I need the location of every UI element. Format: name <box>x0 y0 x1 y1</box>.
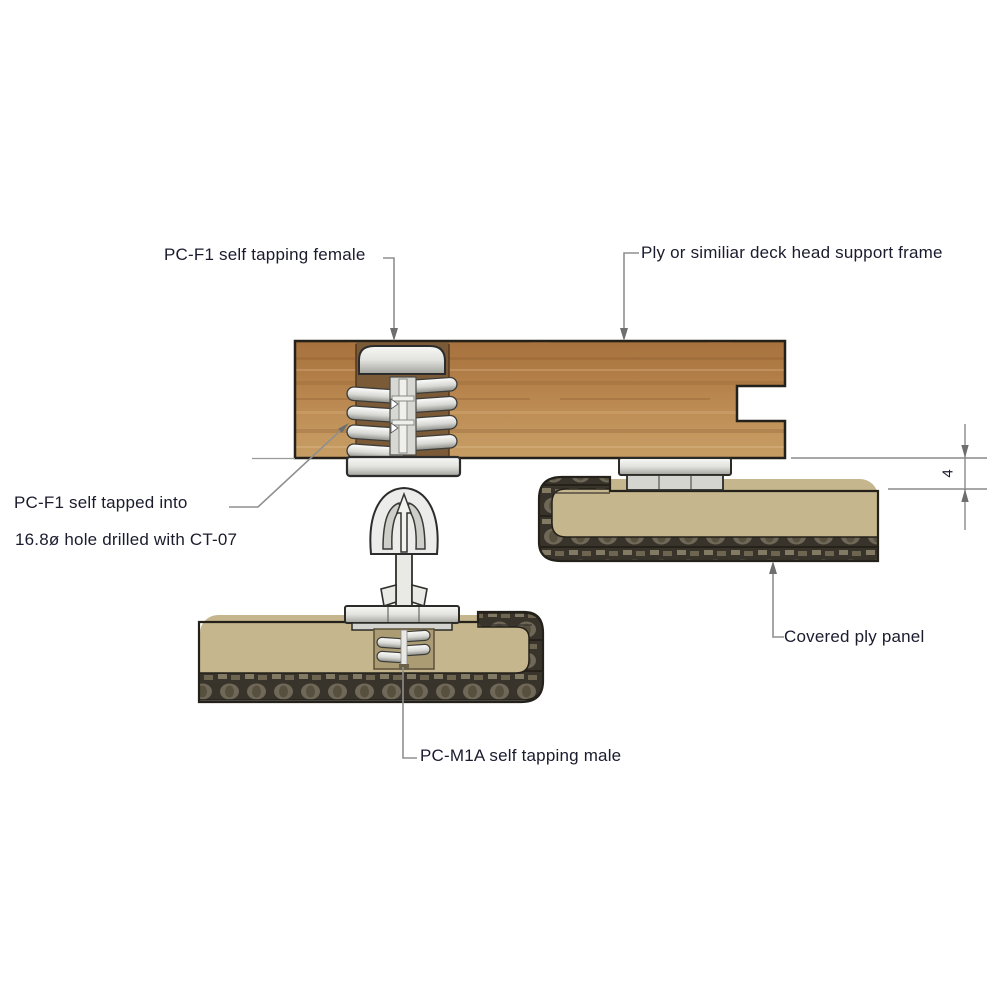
leader-tapped-note <box>229 429 342 508</box>
arrow-to-frame <box>620 328 628 341</box>
male-threaded-shank <box>373 628 435 670</box>
pcm1a-male-fastener <box>344 486 460 670</box>
leader-female-insert <box>383 257 395 330</box>
arrow-to-threads <box>338 423 349 433</box>
covered-ply-panel-lower <box>197 610 545 704</box>
leader-lines <box>229 252 784 759</box>
deck-head-support-frame <box>252 339 787 460</box>
upper-panel-outline <box>537 475 880 563</box>
covered-ply-panel-upper <box>537 475 880 563</box>
frame-panel-connector <box>618 457 732 491</box>
arrow-to-insert <box>390 328 398 341</box>
male-barb-right <box>411 583 428 608</box>
label-covered-panel: Covered ply panel <box>784 627 925 646</box>
connector-female-flange <box>618 457 732 476</box>
male-stem <box>395 547 413 611</box>
insert-cap <box>358 345 446 375</box>
label-tapped-note-line2: 16.8ø hole drilled with CT-07 <box>15 530 238 549</box>
dim-arrow-up <box>961 489 969 502</box>
male-barb-left <box>380 583 397 608</box>
arrow-to-panel <box>769 561 777 574</box>
insert-flange <box>345 455 462 478</box>
insert-bore <box>389 376 417 456</box>
pcf1-female-insert <box>345 345 462 478</box>
leader-support-frame <box>623 252 639 330</box>
lower-panel-outline <box>197 610 545 704</box>
connector-male-flange <box>626 474 724 491</box>
label-female-insert: PC-F1 self tapping female <box>164 245 366 264</box>
label-tapped-note-line1: PC-F1 self tapped into <box>14 493 188 512</box>
male-center-pin <box>395 491 413 553</box>
dimension-gap <box>791 424 987 530</box>
shank-tip <box>399 664 409 670</box>
label-support-frame: Ply or similiar deck head support frame <box>641 243 943 262</box>
leader-arrowheads <box>338 328 777 574</box>
dimension-value: 4 <box>939 469 957 478</box>
label-male-fastener: PC-M1A self tapping male <box>420 746 622 765</box>
male-washer-flange <box>344 605 460 624</box>
leader-male-fastener <box>402 667 417 759</box>
leader-covered-panel <box>772 572 784 638</box>
dim-arrow-down <box>961 445 969 458</box>
